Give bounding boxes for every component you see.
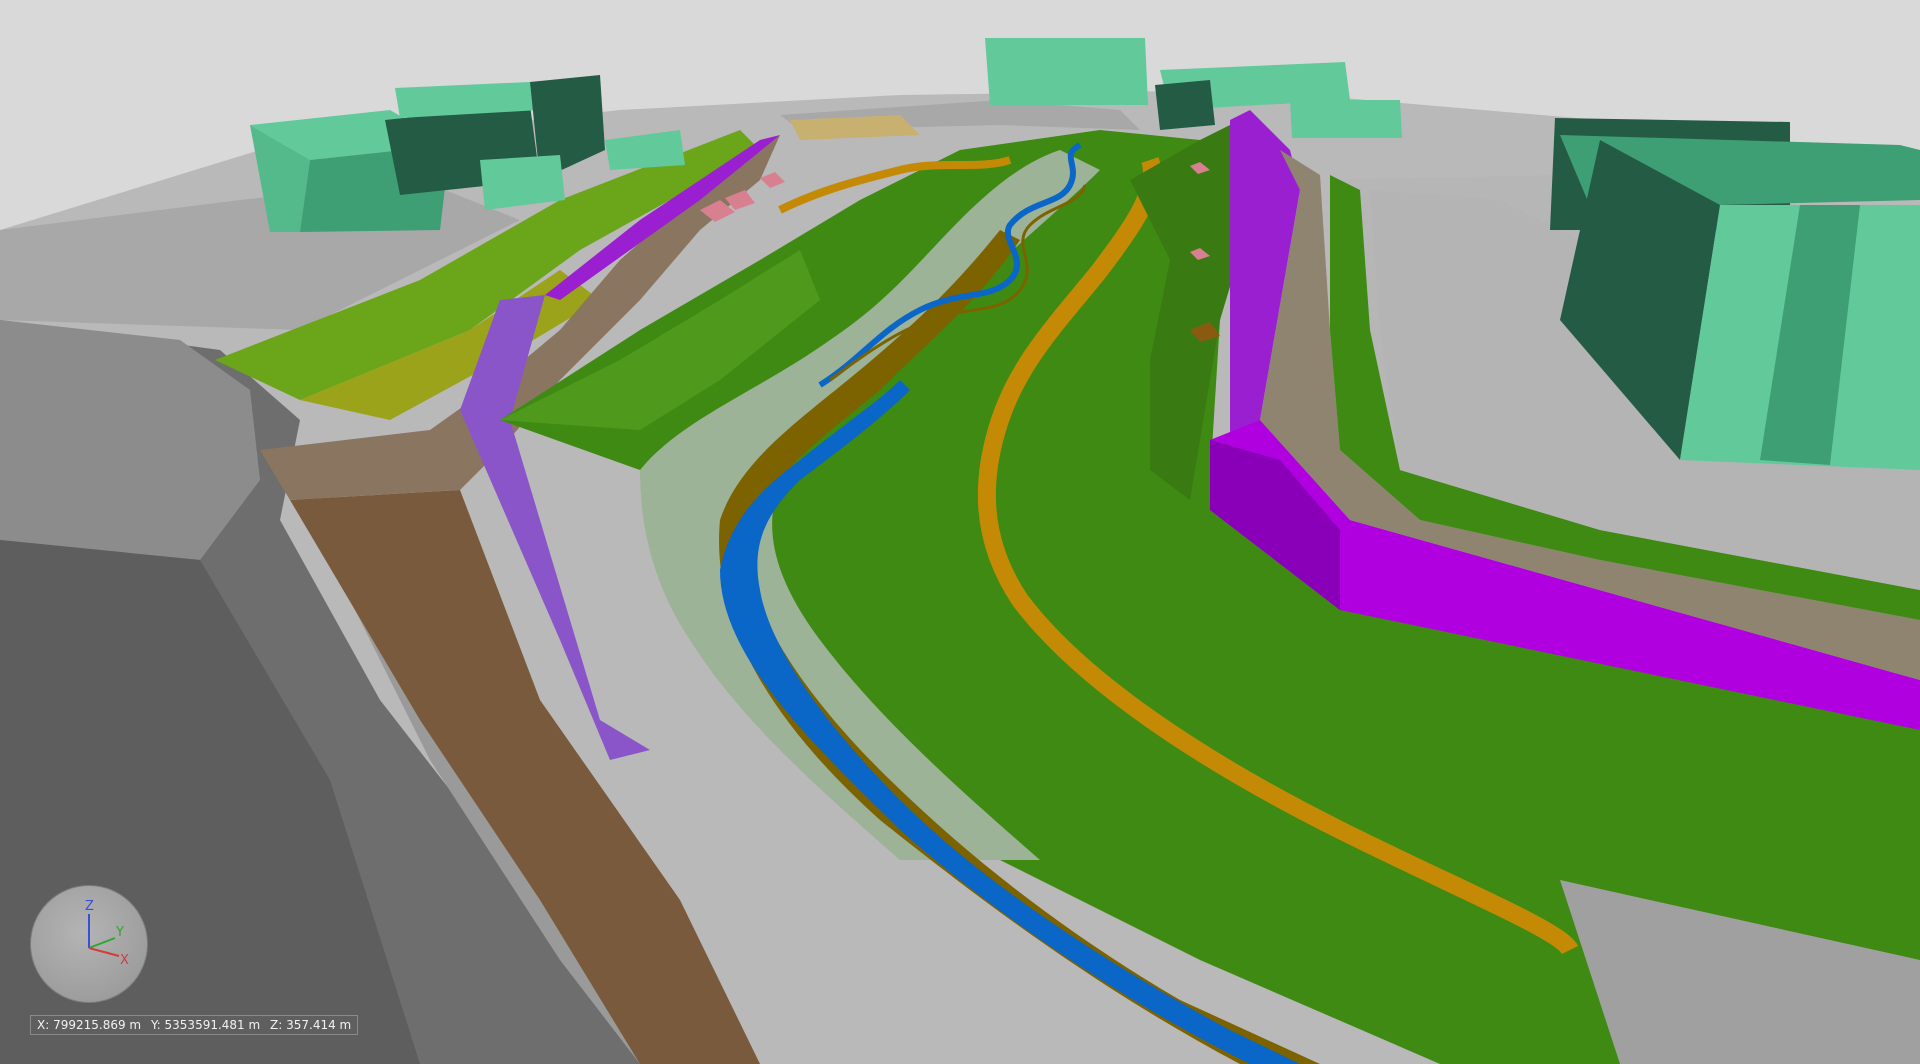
building-left-rear [530, 75, 605, 180]
river-meander-upper [818, 142, 1082, 388]
brown-path-left [290, 490, 760, 1064]
dike-brown [719, 230, 1320, 1064]
river-bank-upper [829, 184, 1087, 382]
magenta-wall-near [1210, 420, 1920, 730]
roof-pink-1 [700, 200, 735, 222]
terrain-right-foreground [1560, 880, 1920, 1064]
coord-x: X: 799215.869 m [37, 1018, 142, 1032]
roof-pink-3 [760, 172, 785, 188]
axis-triad-icon: Z Y X [85, 899, 129, 968]
building-right-dark-face [1560, 140, 1720, 460]
bench-brown [1190, 322, 1220, 342]
violet-wall-left [460, 295, 650, 760]
coordinate-readout: X: 799215.869 m Y: 5353591.481 m Z: 357.… [30, 1015, 359, 1035]
coord-z: Z: 357.414 m [270, 1018, 352, 1032]
building-left-front [250, 125, 310, 232]
green-terrace-left [500, 250, 820, 430]
coord-y: Y: 5353591.481 m [150, 1018, 261, 1032]
building-left-top-roof [395, 82, 540, 118]
bridge-deck [790, 115, 920, 140]
orange-footpath [977, 157, 1579, 956]
roof-pink-2 [725, 190, 755, 210]
x-axis-label: X [120, 953, 129, 968]
y-axis-label: Y [115, 925, 124, 940]
grass-far-left [215, 130, 760, 400]
floodplain-corridor [640, 150, 1100, 860]
x-axis-line [88, 947, 120, 957]
building-top-center [985, 38, 1148, 105]
building-top-right-small [1290, 100, 1402, 138]
orange-footpath-far [778, 156, 1012, 214]
road-right [1260, 150, 1920, 680]
magenta-wall-far [1230, 110, 1300, 440]
terrain-left-shade [0, 320, 260, 560]
building-left-far [605, 130, 685, 170]
z-axis-label: Z [85, 899, 94, 914]
roof-pink-5 [1190, 248, 1210, 260]
violet-wall-left-far [545, 135, 780, 300]
building-top-right-dark [1155, 80, 1215, 130]
roof-pink-4 [1190, 162, 1210, 174]
magenta-wall-face [1210, 440, 1340, 610]
building-right-mid-face [1760, 205, 1860, 465]
building-left-small [480, 155, 565, 210]
navigation-cube[interactable]: Z Y X [30, 885, 148, 1003]
grass-strip-right [1330, 175, 1920, 620]
y-axis-line [88, 937, 116, 949]
